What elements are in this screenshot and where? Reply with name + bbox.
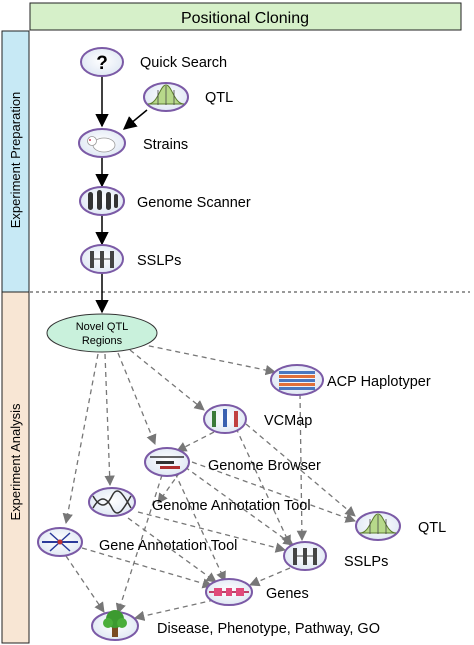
question-icon xyxy=(80,47,124,77)
node-genes[interactable]: Genes xyxy=(205,578,309,606)
node-gene-annotation-tool[interactable]: Gene Annotation Tool xyxy=(37,527,237,557)
node-label: ACP Haplotyper xyxy=(327,374,431,390)
analysis-section-label: Experiment Analysis xyxy=(8,403,23,521)
node-label: Genome Browser xyxy=(208,458,321,474)
preparation-arrows xyxy=(95,76,148,314)
node-genome-browser[interactable]: Genome Browser xyxy=(144,447,321,477)
node-label: SSLPs xyxy=(137,253,181,269)
node-label: Genome Annotation Tool xyxy=(152,498,311,514)
node-sslps-top[interactable]: SSLPs xyxy=(80,244,181,274)
node-qtl-bottom[interactable]: QTL xyxy=(355,511,446,541)
preparation-section-bar xyxy=(1,30,30,293)
node-strains[interactable]: Strains xyxy=(78,128,188,158)
node-disease-phenotype[interactable]: Disease, Phenotype, Pathway, GO xyxy=(91,610,380,641)
node-quick-search[interactable]: ? Quick Search xyxy=(80,47,227,77)
analysis-arrows xyxy=(62,343,356,621)
node-label: Strains xyxy=(143,137,188,153)
node-label: Disease, Phenotype, Pathway, GO xyxy=(157,621,380,637)
node-label-line2: Regions xyxy=(82,335,123,347)
node-novel-qtl-regions[interactable]: Novel QTL Regions xyxy=(46,313,158,353)
node-label: QTL xyxy=(205,90,233,106)
diagram-title: Positional Cloning xyxy=(181,10,309,27)
node-label: QTL xyxy=(418,520,446,536)
node-label: Genes xyxy=(266,586,309,602)
node-label: Genome Scanner xyxy=(137,195,251,211)
node-label: VCMap xyxy=(264,413,312,429)
node-genome-annotation-tool[interactable]: Genome Annotation Tool xyxy=(88,487,311,517)
svg-text:?: ? xyxy=(96,53,108,74)
preparation-section-label: Experiment Preparation xyxy=(8,92,23,229)
node-label: Gene Annotation Tool xyxy=(99,538,237,554)
node-vcmap[interactable]: VCMap xyxy=(203,404,312,434)
node-sslps-bottom[interactable]: SSLPs xyxy=(283,541,388,571)
node-qtl-top[interactable]: QTL xyxy=(143,82,233,112)
node-acp-haplotyper[interactable]: ACP Haplotyper xyxy=(270,364,431,396)
node-genome-scanner[interactable]: Genome Scanner xyxy=(79,186,251,216)
node-label-line1: Novel QTL xyxy=(76,321,129,333)
analysis-section-bar xyxy=(1,291,30,644)
node-label: Quick Search xyxy=(140,55,227,71)
node-label: SSLPs xyxy=(344,554,388,570)
title-bar xyxy=(29,2,462,31)
